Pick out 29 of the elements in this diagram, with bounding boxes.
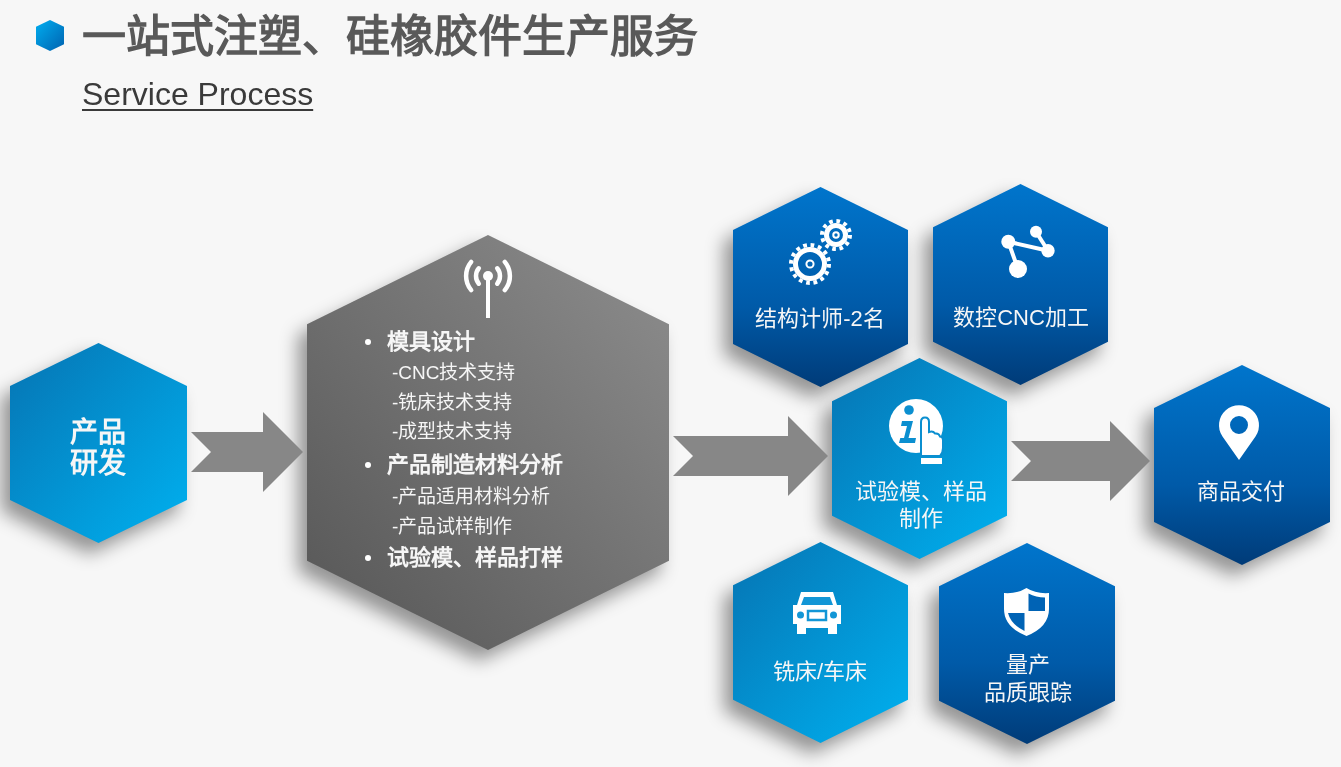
hexagon <box>939 543 1115 744</box>
hexagon <box>933 184 1108 385</box>
hexagon <box>307 235 669 650</box>
hexagon-label: 数控CNC加工 <box>953 304 1089 332</box>
list-item: -产品试样制作 <box>392 515 513 539</box>
list-item: -产品适用材料分析 <box>392 485 551 509</box>
hexagon-label: 品质跟踪 <box>984 679 1072 707</box>
list-item: -铣床技术支持 <box>392 391 513 415</box>
list-item: -成型技术支持 <box>392 420 513 444</box>
hexagon-label: 试验模、样品制作 <box>854 478 988 532</box>
page-title: 一站式注塑、硅橡胶件生产服务 <box>82 14 698 60</box>
subtitle: Service Process <box>82 75 314 114</box>
block-arrow <box>1011 421 1150 501</box>
hexagon-label: 结构计师-2名 <box>755 305 885 333</box>
hexagon <box>733 187 908 387</box>
hexagon <box>1154 365 1330 565</box>
list-heading: 模具设计 <box>387 328 475 356</box>
list-heading: 试验模、样品打样 <box>387 544 563 572</box>
hexagon <box>10 343 187 543</box>
hexagon <box>733 542 908 743</box>
hexagon-label: 商品交付 <box>1197 478 1285 506</box>
hexagon-label: 量产 <box>1006 651 1050 679</box>
hexagon-label: 铣床/车床 <box>772 658 868 686</box>
list-heading: 产品制造材料分析 <box>387 451 563 479</box>
hexagon-label: 产品研发 <box>69 417 127 479</box>
list-item: -CNC技术支持 <box>392 361 516 385</box>
hexagon <box>832 358 1007 559</box>
block-arrow <box>673 416 828 496</box>
block-arrow <box>191 412 303 492</box>
